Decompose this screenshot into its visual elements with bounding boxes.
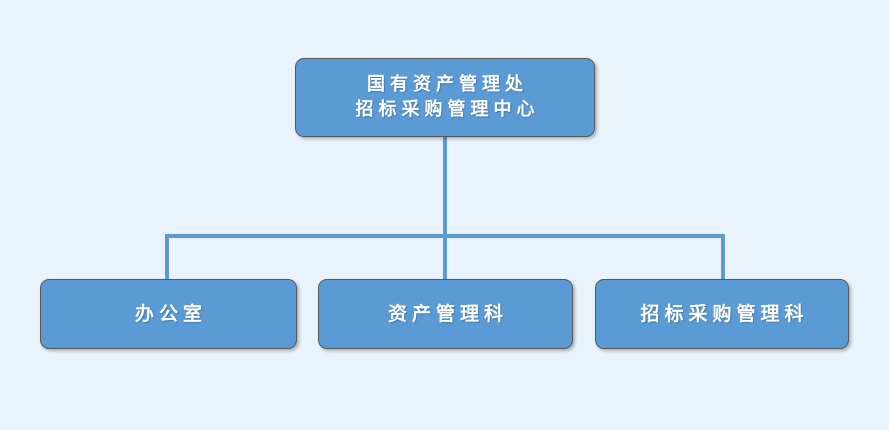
org-node-root-line-2: 招标采购管理中心 (355, 98, 540, 120)
org-node-child-bidding-procurement-label: 招标采购管理科 (640, 302, 809, 325)
connector-drop-child-0 (165, 234, 169, 279)
org-node-child-asset-management[interactable]: 资产管理科 (318, 279, 573, 349)
org-node-child-asset-management-label: 资产管理科 (387, 302, 508, 325)
org-node-root[interactable]: 国有资产管理处 招标采购管理中心 (295, 58, 595, 137)
org-node-child-bidding-procurement[interactable]: 招标采购管理科 (595, 279, 849, 349)
org-node-root-line-1: 国有资产管理处 (367, 73, 528, 95)
connector-root-trunk (443, 136, 447, 279)
org-node-child-office[interactable]: 办公室 (40, 279, 297, 349)
connector-horizontal-bus (165, 234, 725, 238)
org-node-child-office-label: 办公室 (134, 302, 207, 325)
connector-drop-child-2 (721, 234, 725, 279)
